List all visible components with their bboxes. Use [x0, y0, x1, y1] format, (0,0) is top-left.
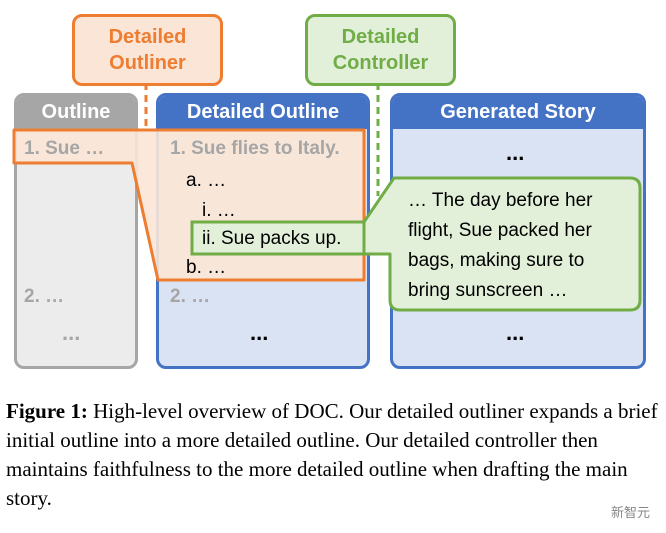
- detailed-item-1a-ii: ii. Sue packs up.: [202, 228, 342, 249]
- highlighted-item-box: [190, 220, 366, 256]
- caption-text: High-level overview of DOC. Our detailed…: [6, 399, 658, 510]
- story-passage-line-1: … The day before her: [408, 190, 593, 211]
- outline-item-2: 2. …: [24, 286, 65, 307]
- caption-label: Figure 1:: [6, 399, 88, 423]
- detailed-outline-header: Detailed Outline: [159, 96, 367, 129]
- detailed-dots: ...: [250, 320, 269, 345]
- detailed-item-1a: a. …: [186, 170, 227, 191]
- story-passage: … The day before her flight, Sue packed …: [408, 186, 592, 306]
- detailed-item-1: 1. Sue flies to Italy.: [170, 138, 340, 159]
- story-passage-line-2: flight, Sue packed her: [408, 220, 592, 241]
- detailed-item-2: 2. …: [170, 286, 211, 307]
- detailed-item-1b: b. …: [186, 257, 227, 278]
- story-passage-line-3: bags, making sure to: [408, 250, 585, 271]
- outline-item-1: 1. Sue …: [24, 138, 105, 159]
- watermark: 新智元: [610, 505, 650, 520]
- controller-label-line1: Detailed: [341, 26, 420, 48]
- figure-caption: Figure 1: High-level overview of DOC. Ou…: [6, 397, 660, 513]
- controller-label-line2: Controller: [332, 52, 429, 74]
- story-dots-top: ...: [506, 140, 525, 165]
- story-dots-bottom: ...: [506, 320, 525, 345]
- outliner-label-line1: Detailed: [108, 26, 187, 48]
- controller-callout-region: [362, 176, 642, 312]
- story-passage-line-4: bring sunscreen …: [408, 280, 568, 301]
- outline-column-header: Outline: [17, 96, 135, 129]
- outline-dots: ...: [62, 320, 81, 345]
- generated-story-header: Generated Story: [393, 96, 643, 129]
- outliner-label-line2: Outliner: [109, 52, 186, 74]
- detailed-item-1a-i: i. …: [202, 200, 236, 221]
